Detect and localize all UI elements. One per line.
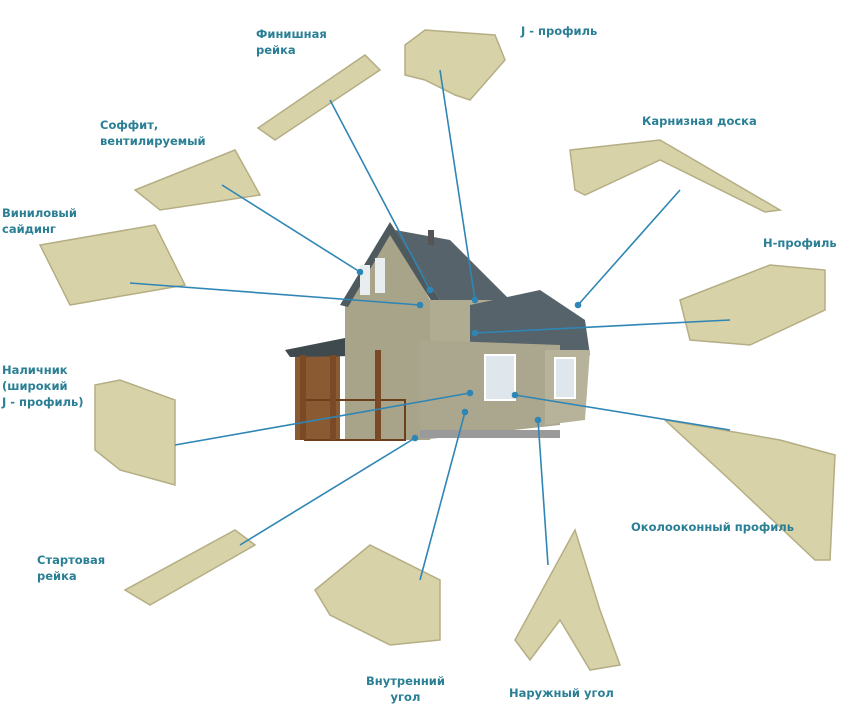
leader-lines (129, 69, 731, 581)
label-line: Соффит, (100, 118, 159, 132)
inner-corner-part (314, 544, 441, 646)
vinyl-siding-part (38, 224, 187, 306)
label-line: J - профиль) (2, 395, 84, 409)
h-profile-part (679, 264, 826, 346)
label-line: Наличник (2, 363, 68, 377)
label-line: угол (390, 690, 421, 704)
parts (38, 29, 836, 671)
label-casing: Наличник (широкий J - профиль) (2, 362, 84, 410)
outer-corner-part (514, 528, 622, 671)
label-line: Стартовая (37, 553, 106, 567)
label-outer-corner: Наружный угол (509, 686, 614, 700)
label-vinyl-siding: Виниловый сайдинг (2, 205, 77, 237)
eaves-board-part (569, 139, 783, 213)
j-profile-part (404, 29, 506, 101)
label-starter-strip: Стартовая рейка (37, 552, 105, 584)
house-illustration (285, 222, 590, 441)
label-line: сайдинг (2, 222, 56, 236)
label-finish-strip: Финишная рейка (256, 26, 327, 58)
label-inner-corner: Внутренний угол (366, 673, 445, 705)
label-line: рейка (37, 569, 77, 583)
finish-strip-part (256, 54, 382, 141)
label-window-profile: Околооконный профиль (631, 520, 795, 534)
label-line: (широкий (2, 379, 68, 393)
soffit-part (133, 149, 262, 211)
starter-strip-part (123, 529, 257, 606)
label-eaves-board: Карнизная доска (642, 114, 757, 128)
label-line: рейка (256, 43, 296, 57)
label-line: Финишная (256, 27, 327, 41)
casing-part (94, 379, 176, 486)
label-j-profile: J - профиль (521, 24, 598, 38)
label-line: Виниловый (2, 206, 77, 220)
window-profile-part (662, 418, 836, 561)
label-line: вентилируемый (100, 134, 206, 148)
label-h-profile: H-профиль (763, 236, 837, 250)
label-line: Внутренний (366, 674, 445, 688)
label-soffit: Соффит, вентилируемый (100, 117, 206, 149)
